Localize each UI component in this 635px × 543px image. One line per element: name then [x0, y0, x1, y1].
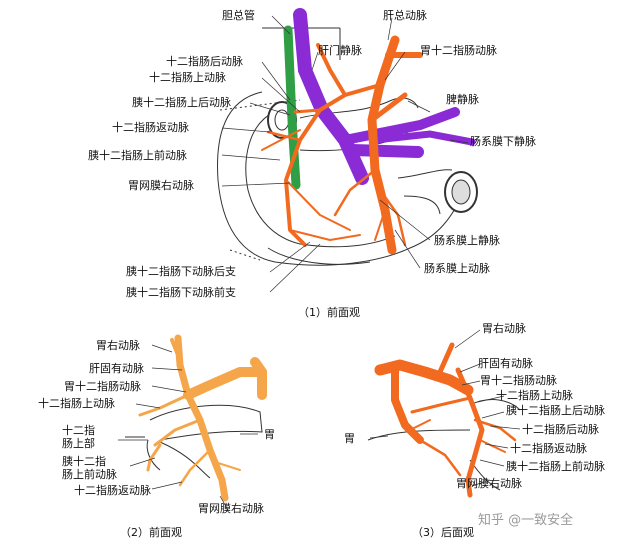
fig3-label-gastroduodenal-artery: 胃十二指肠动脉 [480, 374, 557, 387]
label-sup-mesenteric-artery: 肠系膜上动脉 [424, 262, 490, 275]
figure-1-arteries [261, 35, 423, 255]
fig3-label-ant-sup-panc-duod-artery: 胰十二指肠上前动脉 [506, 460, 605, 473]
label-portal-vein: 肝门静脉 [318, 44, 362, 57]
figure-2-leader-lines [118, 344, 258, 511]
label-sup-mesenteric-vein: 肠系膜上静脉 [434, 234, 500, 247]
figure-2-arteries [138, 334, 267, 502]
figure-1-caption: （1）前面观 [298, 306, 360, 319]
fig2-label-stomach: 胃 [264, 428, 275, 441]
fig2-label-right-gastric-artery: 胃右动脉 [96, 339, 140, 352]
fig2-label-proper-hepatic-artery: 肝固有动脉 [89, 362, 144, 375]
figure-3-arteries [374, 342, 517, 498]
figure-3-leader-lines [369, 329, 521, 487]
label-inf-panc-duod-ant-branch: 胰十二指肠下动脉前支 [126, 286, 236, 299]
figure-1-leader-lines [221, 15, 469, 293]
bile-duct-vessel [283, 25, 301, 190]
fig2-label-ant-sup-panc-duod-artery: 胰十二指 肠上前动脉 [62, 455, 117, 481]
figure-2-drawing [125, 404, 263, 479]
fig3-label-post-duodenal-artery: 十二指肠后动脉 [522, 423, 599, 436]
figure-3-caption: （3）后面观 [412, 526, 474, 539]
fig3-label-right-gastric-artery: 胃右动脉 [482, 322, 526, 335]
label-post-sup-panc-duod-artery: 胰十二指肠上后动脉 [132, 96, 231, 109]
fig3-label-supraduodenal-artery: 十二指肠上动脉 [496, 389, 573, 402]
label-splenic-vein: 脾静脉 [446, 93, 479, 106]
label-ant-sup-panc-duod-artery: 胰十二指肠上前动脉 [88, 149, 187, 162]
label-right-gastroepiploic-artery: 胃网膜右动脉 [128, 179, 194, 192]
fig3-label-post-sup-panc-duod-artery: 胰十二指肠上后动脉 [506, 404, 605, 417]
label-post-duodenal-artery: 十二指肠后动脉 [166, 55, 243, 68]
label-duod-recurrent-artery: 十二指肠返动脉 [112, 121, 189, 134]
label-supraduodenal-artery: 十二指肠上动脉 [149, 71, 226, 84]
fig2-label-gastroduodenal-artery: 胃十二指肠动脉 [64, 380, 141, 393]
label-common-hepatic-artery: 肝总动脉 [383, 9, 427, 22]
fig2-label-supraduodenal-artery: 十二指肠上动脉 [38, 397, 115, 410]
fig3-label-proper-hepatic-artery: 肝固有动脉 [478, 357, 533, 370]
fig3-label-right-gastroepiploic-artery: 胃网膜右动脉 [456, 477, 522, 490]
fig2-label-right-gastroepiploic-artery: 胃网膜右动脉 [198, 502, 264, 515]
fig3-label-stomach: 胃 [344, 432, 355, 445]
label-bile-duct: 胆总管 [222, 9, 255, 22]
fig3-label-duod-recurrent-artery: 十二指肠返动脉 [510, 442, 587, 455]
label-inf-mesenteric-vein: 肠系膜下静脉 [470, 135, 536, 148]
fig2-label-duodenum-superior: 十二指 肠上部 [62, 424, 95, 450]
label-gastroduodenal-artery: 胃十二指肠动脉 [420, 44, 497, 57]
figure-2-caption: （2）前面观 [120, 526, 182, 539]
watermark: 知乎 @一致安全 [478, 513, 574, 528]
label-inf-panc-duod-post-branch: 胰十二指肠下动脉后支 [126, 265, 236, 278]
fig2-label-duod-recurrent-artery: 十二指肠返动脉 [74, 484, 151, 497]
